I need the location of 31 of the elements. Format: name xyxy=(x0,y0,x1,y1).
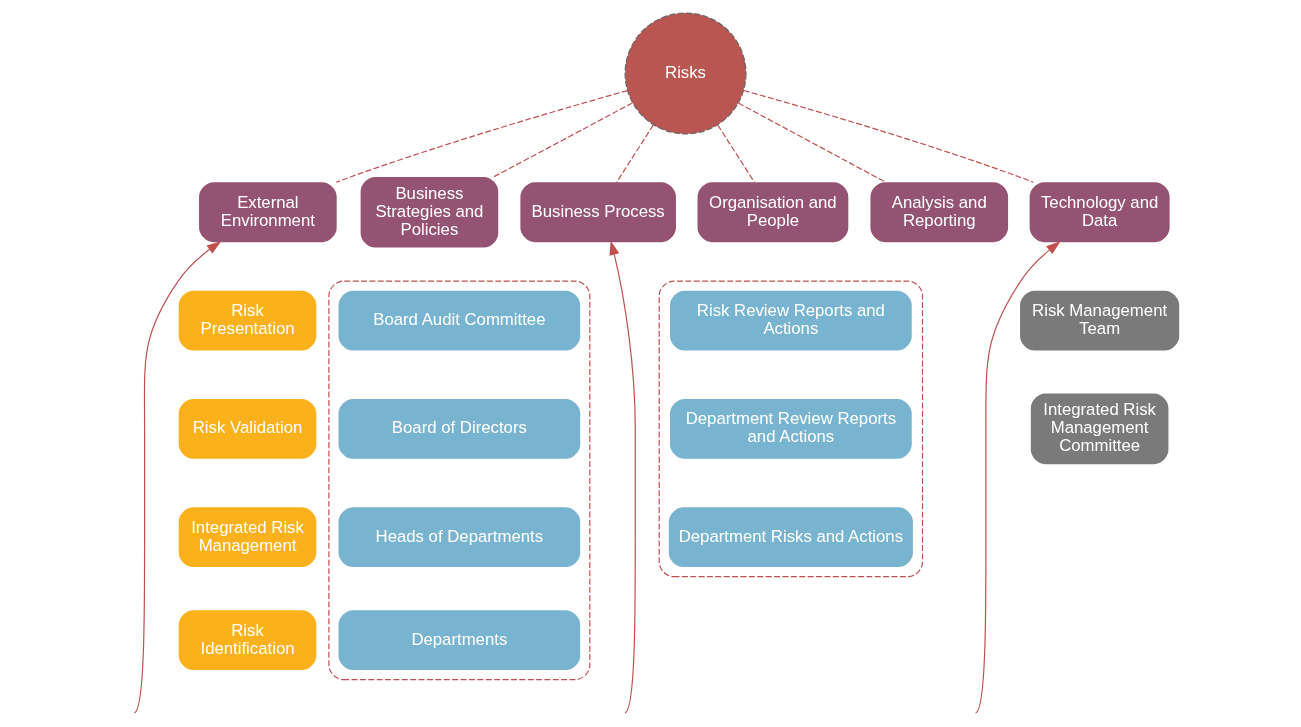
connector xyxy=(492,102,633,178)
arrow xyxy=(608,240,636,714)
connector xyxy=(737,102,886,183)
node-box: Integrated Risk Management xyxy=(178,507,316,568)
node-box: Risk Identification xyxy=(178,610,316,671)
node-box: Board Audit Committee xyxy=(338,290,580,351)
node-box: Risk Presentation xyxy=(178,290,316,351)
node-box: Business Strategies and Policies xyxy=(360,176,498,248)
node-box: Risk Review Reports and Actions xyxy=(669,290,912,351)
node-box: Business Process xyxy=(519,182,676,243)
arrow xyxy=(133,241,221,714)
node-box: Technology and Data xyxy=(1029,182,1170,243)
node-box: Department Risks and Actions xyxy=(668,507,913,568)
connector xyxy=(742,89,1034,183)
connector xyxy=(615,124,654,183)
node-box: External Environment xyxy=(198,182,337,243)
node-box: Board of Directors xyxy=(338,398,580,459)
node-box: Risk Management Team xyxy=(1019,290,1179,351)
arrow xyxy=(974,241,1061,714)
node-box: Integrated Risk Management Committee xyxy=(1030,393,1168,465)
node-box: Departments xyxy=(338,610,580,671)
connector xyxy=(335,89,628,183)
node-box: Risk Validation xyxy=(178,398,316,459)
node-box: Heads of Departments xyxy=(338,507,580,568)
node-box: Department Review Reports and Actions xyxy=(669,398,912,459)
cluster xyxy=(327,280,590,681)
node-box: Analysis and Reporting xyxy=(869,182,1008,243)
cluster xyxy=(658,280,923,578)
node-box: Organisation and People xyxy=(697,182,848,243)
node-circle: Risks xyxy=(624,12,747,135)
connector xyxy=(716,124,755,183)
